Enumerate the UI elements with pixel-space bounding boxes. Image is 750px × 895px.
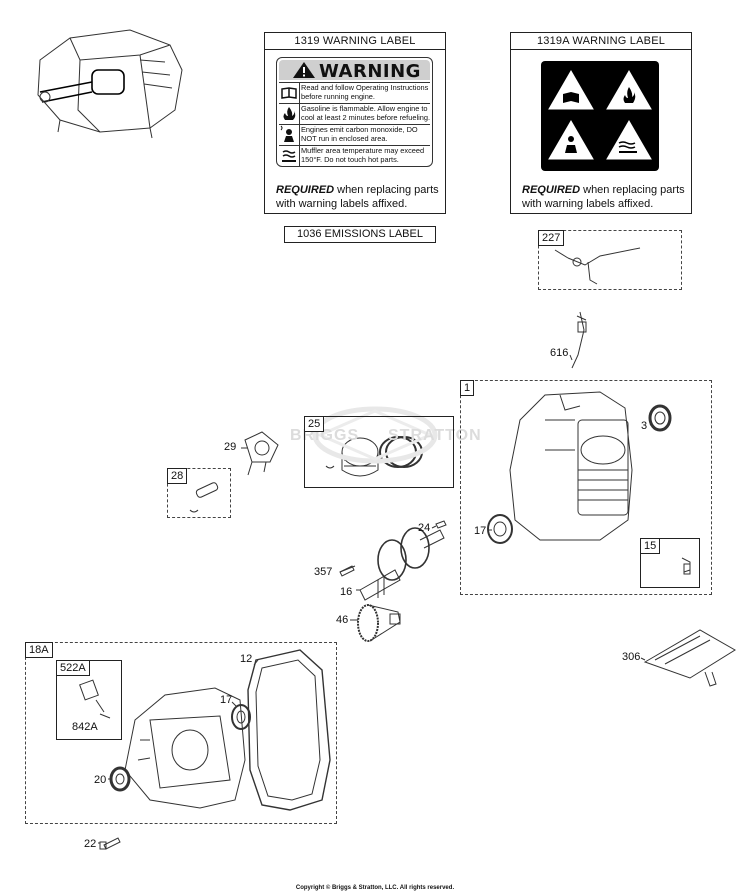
warning-line-2: Gasoline is flammable. Allow engine to c… [301, 104, 431, 122]
part-number-17-upper[interactable]: 17 [474, 525, 487, 537]
part-number-3[interactable]: 3 [641, 420, 648, 432]
part-number-24[interactable]: 24 [418, 522, 431, 534]
required-note: REQUIRED when replacing parts with warni… [276, 184, 439, 210]
group-15-screw [640, 538, 700, 588]
pictogram-decal [541, 61, 659, 171]
part-number-20[interactable]: 20 [94, 774, 107, 786]
governor-rod-drawing [571, 311, 587, 369]
governor-link-drawing [554, 247, 641, 285]
crank-key-drawing [339, 565, 355, 577]
part-number-29[interactable]: 29 [224, 441, 237, 453]
warning-heading: WARNING [319, 61, 421, 82]
part-tag-18a[interactable]: 18A [25, 642, 53, 658]
hot-surface-icon [279, 146, 300, 166]
base-plate-drawing [643, 629, 736, 687]
part-number-16[interactable]: 16 [340, 586, 353, 598]
manual-book-icon [563, 92, 579, 103]
group-25-piston [304, 416, 454, 488]
lower-bearing-drawing [231, 704, 251, 730]
part-number-306[interactable]: 306 [622, 651, 641, 663]
cam-gear-drawing [357, 604, 401, 642]
crankshaft-drawing [359, 527, 445, 601]
ball-bearing-drawing [487, 514, 513, 544]
part-number-17-lower[interactable]: 17 [220, 694, 233, 706]
warning-line-1: Read and follow Operating Instructions b… [301, 83, 429, 101]
engine-thumbnail-drawing [37, 29, 183, 139]
manual-book-icon [279, 83, 300, 103]
group-1-cylinder [460, 380, 712, 595]
part-tag-522a[interactable]: 522A [56, 660, 90, 676]
warning-label-title: 1319 WARNING LABEL [265, 33, 445, 50]
copyright-footer: Copyright © Briggs & Stratton, LLC. All … [295, 885, 455, 891]
part-tag-25[interactable]: 25 [304, 416, 325, 432]
part-number-616[interactable]: 616 [550, 347, 569, 359]
oil-seal-drawing [648, 404, 672, 432]
warning-label-1319: 1319 WARNING LABEL WARNING Read and foll… [264, 32, 446, 214]
screw-drawing [681, 557, 691, 575]
warning-triangle-icon [293, 62, 315, 78]
group-18a-cover [25, 642, 337, 824]
group-28-pin [167, 468, 231, 518]
connecting-rod-drawing [244, 431, 279, 476]
toxic-fumes-icon [568, 136, 574, 142]
part-tag-15[interactable]: 15 [640, 538, 661, 554]
emissions-label: 1036 EMISSIONS LABEL [284, 226, 436, 243]
flame-icon [279, 104, 300, 124]
warning-label-1319a: 1319A WARNING LABEL REQUIRED when replac… [510, 32, 692, 214]
part-number-357[interactable]: 357 [314, 566, 333, 578]
flame-icon [623, 87, 636, 103]
crankcase-cover-drawing [124, 687, 246, 809]
part-number-46[interactable]: 46 [336, 614, 349, 626]
hot-surface-icon [618, 141, 636, 149]
part-number-842a[interactable]: 842A [72, 721, 98, 733]
group-227 [538, 230, 682, 290]
part-tag-28[interactable]: 28 [167, 468, 188, 484]
warning-line-4: Muffler area temperature may exceed 150°… [301, 146, 425, 164]
cylinder-block-drawing [509, 391, 633, 541]
required-note-a: REQUIRED when replacing parts with warni… [522, 184, 685, 210]
toxic-fumes-icon [279, 125, 300, 145]
bolt-drawing [99, 837, 121, 850]
part-tag-227[interactable]: 227 [538, 230, 565, 246]
key-drawing [435, 520, 447, 529]
warning-label-a-title: 1319A WARNING LABEL [511, 33, 691, 50]
part-number-22[interactable]: 22 [84, 838, 97, 850]
gasket-drawing [247, 649, 331, 811]
wrist-pin-drawing [189, 482, 219, 513]
warning-decal: WARNING Read and follow Operating Instru… [276, 57, 433, 167]
part-tag-1[interactable]: 1 [460, 380, 475, 396]
oil-fill-plug-drawing [79, 679, 111, 719]
part-number-12[interactable]: 12 [240, 653, 253, 665]
warning-line-3: Engines emit carbon monoxide, DO NOT run… [301, 125, 418, 143]
